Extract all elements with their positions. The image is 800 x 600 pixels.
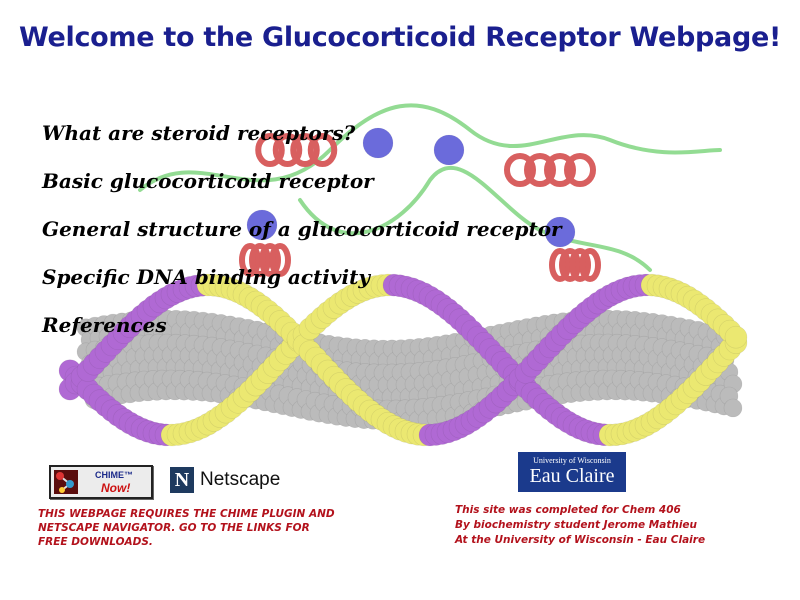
requirement-notice: THIS WEBPAGE REQUIRES THE CHIME PLUGIN A… <box>38 508 335 548</box>
nav-link-dna-binding[interactable]: Specific DNA binding activity <box>42 265 370 289</box>
molecule-icon <box>54 470 78 494</box>
topic-nav: What are steroid receptors? Basic glucoc… <box>42 118 562 358</box>
uw-eau-claire-logo[interactable]: University of Wisconsin Eau Claire <box>518 452 626 492</box>
netscape-n-icon: N <box>170 467 194 493</box>
netscape-label: Netscape <box>200 469 281 490</box>
credit-line-1: This site was completed for Chem 406 <box>455 504 681 516</box>
nav-link-steroid-receptors[interactable]: What are steroid receptors? <box>42 121 356 145</box>
uw-logo-top-text: University of Wisconsin <box>533 456 611 465</box>
chime-now-label: Now! <box>101 481 131 495</box>
protein-structure <box>138 103 722 282</box>
credit-line-3: At the University of Wisconsin - Eau Cla… <box>455 534 706 546</box>
nav-link-basic-receptor[interactable]: Basic glucocorticoid receptor <box>42 169 374 193</box>
credit-block: This site was completed for Chem 406 By … <box>455 503 785 548</box>
page-title: Welcome to the Glucocorticoid Receptor W… <box>18 22 782 53</box>
chime-download-button[interactable]: CHIME™ Now! <box>49 465 153 499</box>
credit-line-2: By biochemistry student Jerome Mathieu <box>455 519 698 531</box>
nav-link-references[interactable]: References <box>42 313 167 337</box>
nav-link-general-structure[interactable]: General structure of a glucocorticoid re… <box>42 217 562 241</box>
dna-helix <box>58 273 748 447</box>
uw-logo-main-text: Eau Claire <box>529 465 615 487</box>
chime-label: CHIME™ <box>95 470 133 480</box>
